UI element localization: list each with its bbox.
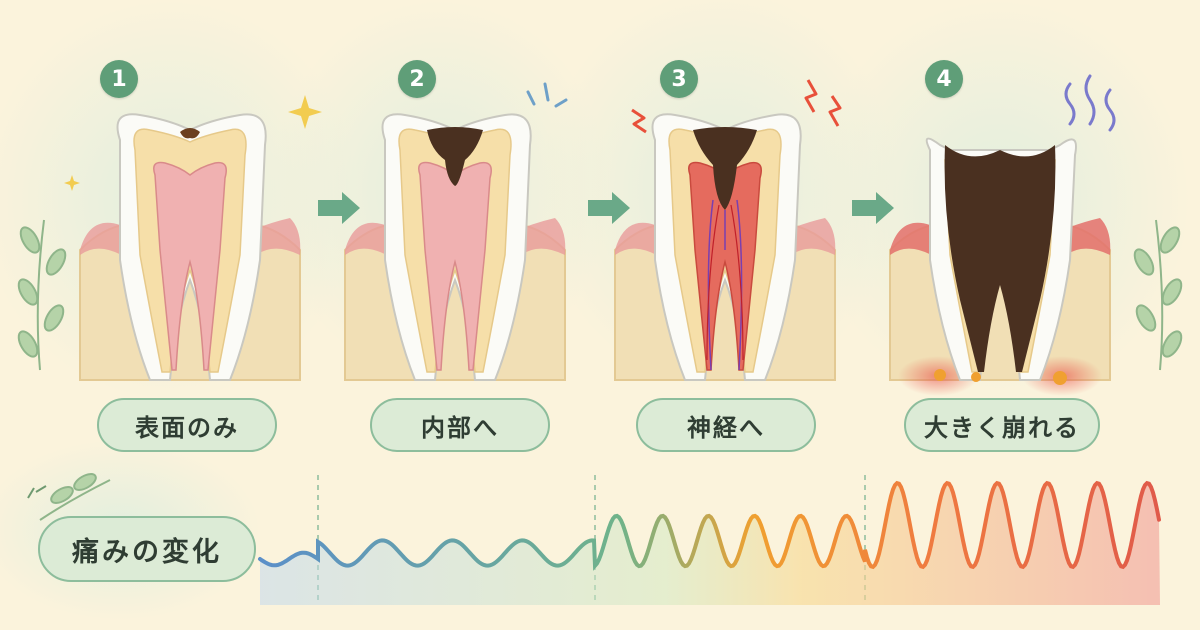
stage-3-label: 神経へ bbox=[636, 398, 816, 452]
stage-4-number-badge: 4 bbox=[925, 60, 963, 98]
pain-chart bbox=[258, 475, 1161, 605]
arrow-right-icon bbox=[318, 192, 894, 224]
sparkle-icon bbox=[64, 95, 322, 191]
leaf-decoration-left bbox=[17, 219, 67, 371]
pain-zigzag-icon bbox=[631, 79, 842, 134]
tooth-stage-4 bbox=[889, 137, 1111, 396]
stage-2-number-badge: 2 bbox=[398, 60, 436, 98]
pain-wave-line bbox=[258, 480, 1161, 571]
odor-waves-icon bbox=[1064, 74, 1116, 132]
pain-change-label: 痛みの変化 bbox=[38, 516, 256, 582]
pain-area bbox=[260, 483, 1160, 605]
stage-2-label: 内部へ bbox=[370, 398, 550, 452]
leaf-decoration-pain bbox=[27, 473, 111, 521]
tooth-stage-2 bbox=[344, 113, 566, 381]
leaf-decoration-right bbox=[1133, 219, 1183, 371]
stage-4-label: 大きく崩れる bbox=[904, 398, 1100, 452]
stage-3-number-badge: 3 bbox=[660, 60, 698, 98]
tooth-stage-3 bbox=[614, 113, 836, 381]
twinge-lines-icon bbox=[526, 82, 568, 108]
stage-1-label: 表面のみ bbox=[97, 398, 277, 452]
tooth-stage-1 bbox=[79, 113, 301, 381]
stage-1-number-badge: 1 bbox=[100, 60, 138, 98]
